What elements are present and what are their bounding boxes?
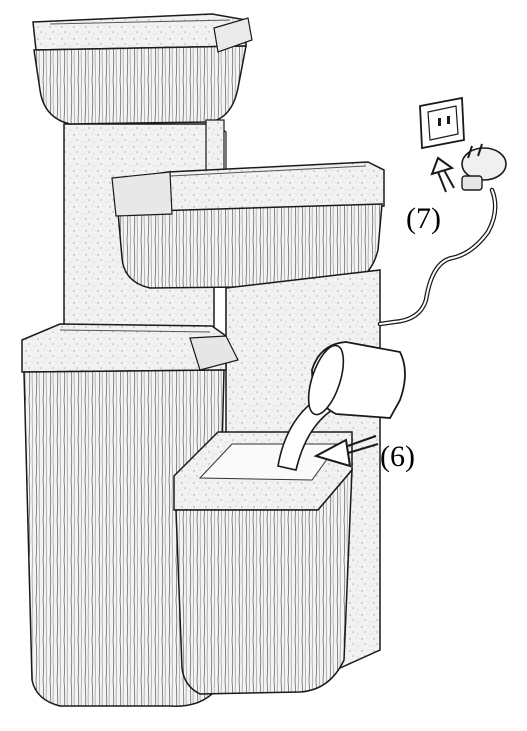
middle-bowl [111,119,385,289]
arrow-step7 [430,156,455,193]
power-cable [377,187,498,327]
left-tall-basin [21,323,239,707]
arrow-step6 [313,435,379,468]
step6-label: (6) [380,440,415,473]
pump-icon [461,143,507,191]
top-bowl [32,13,253,125]
front-short-basin [173,431,353,695]
wall-socket-icon [419,96,465,150]
step7-label: (7) [406,202,441,235]
water-pitcher-icon [277,341,406,471]
